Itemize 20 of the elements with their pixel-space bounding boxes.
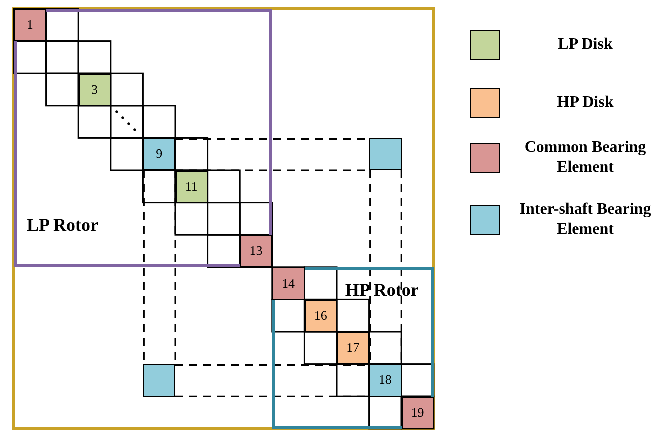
coupling-element <box>369 138 402 170</box>
legend-label: LP Disk <box>557 35 614 55</box>
rotor-label: LP Rotor <box>27 215 98 236</box>
matrix-element: 3 <box>78 74 111 106</box>
rotor-block-frame <box>14 9 272 268</box>
matrix-element: 19 <box>402 396 434 429</box>
rotor-label: HP Rotor <box>345 280 419 302</box>
coupling-element <box>143 364 176 397</box>
legend-label: HP Disk <box>556 93 615 113</box>
legend-label: Common Bearing Element <box>524 138 648 178</box>
legend-label: Inter-shaft Bearing Element <box>518 200 652 240</box>
matrix-element: 11 <box>176 170 208 203</box>
matrix-element: 16 <box>304 300 337 332</box>
matrix-element: 18 <box>369 364 402 397</box>
matrix-element: 13 <box>240 235 272 268</box>
rotor-block-frame <box>272 267 434 429</box>
matrix-element: 14 <box>272 267 305 300</box>
matrix-element: 1 <box>14 9 46 42</box>
matrix-element: 17 <box>336 332 370 364</box>
matrix-element: 9 <box>143 138 176 170</box>
